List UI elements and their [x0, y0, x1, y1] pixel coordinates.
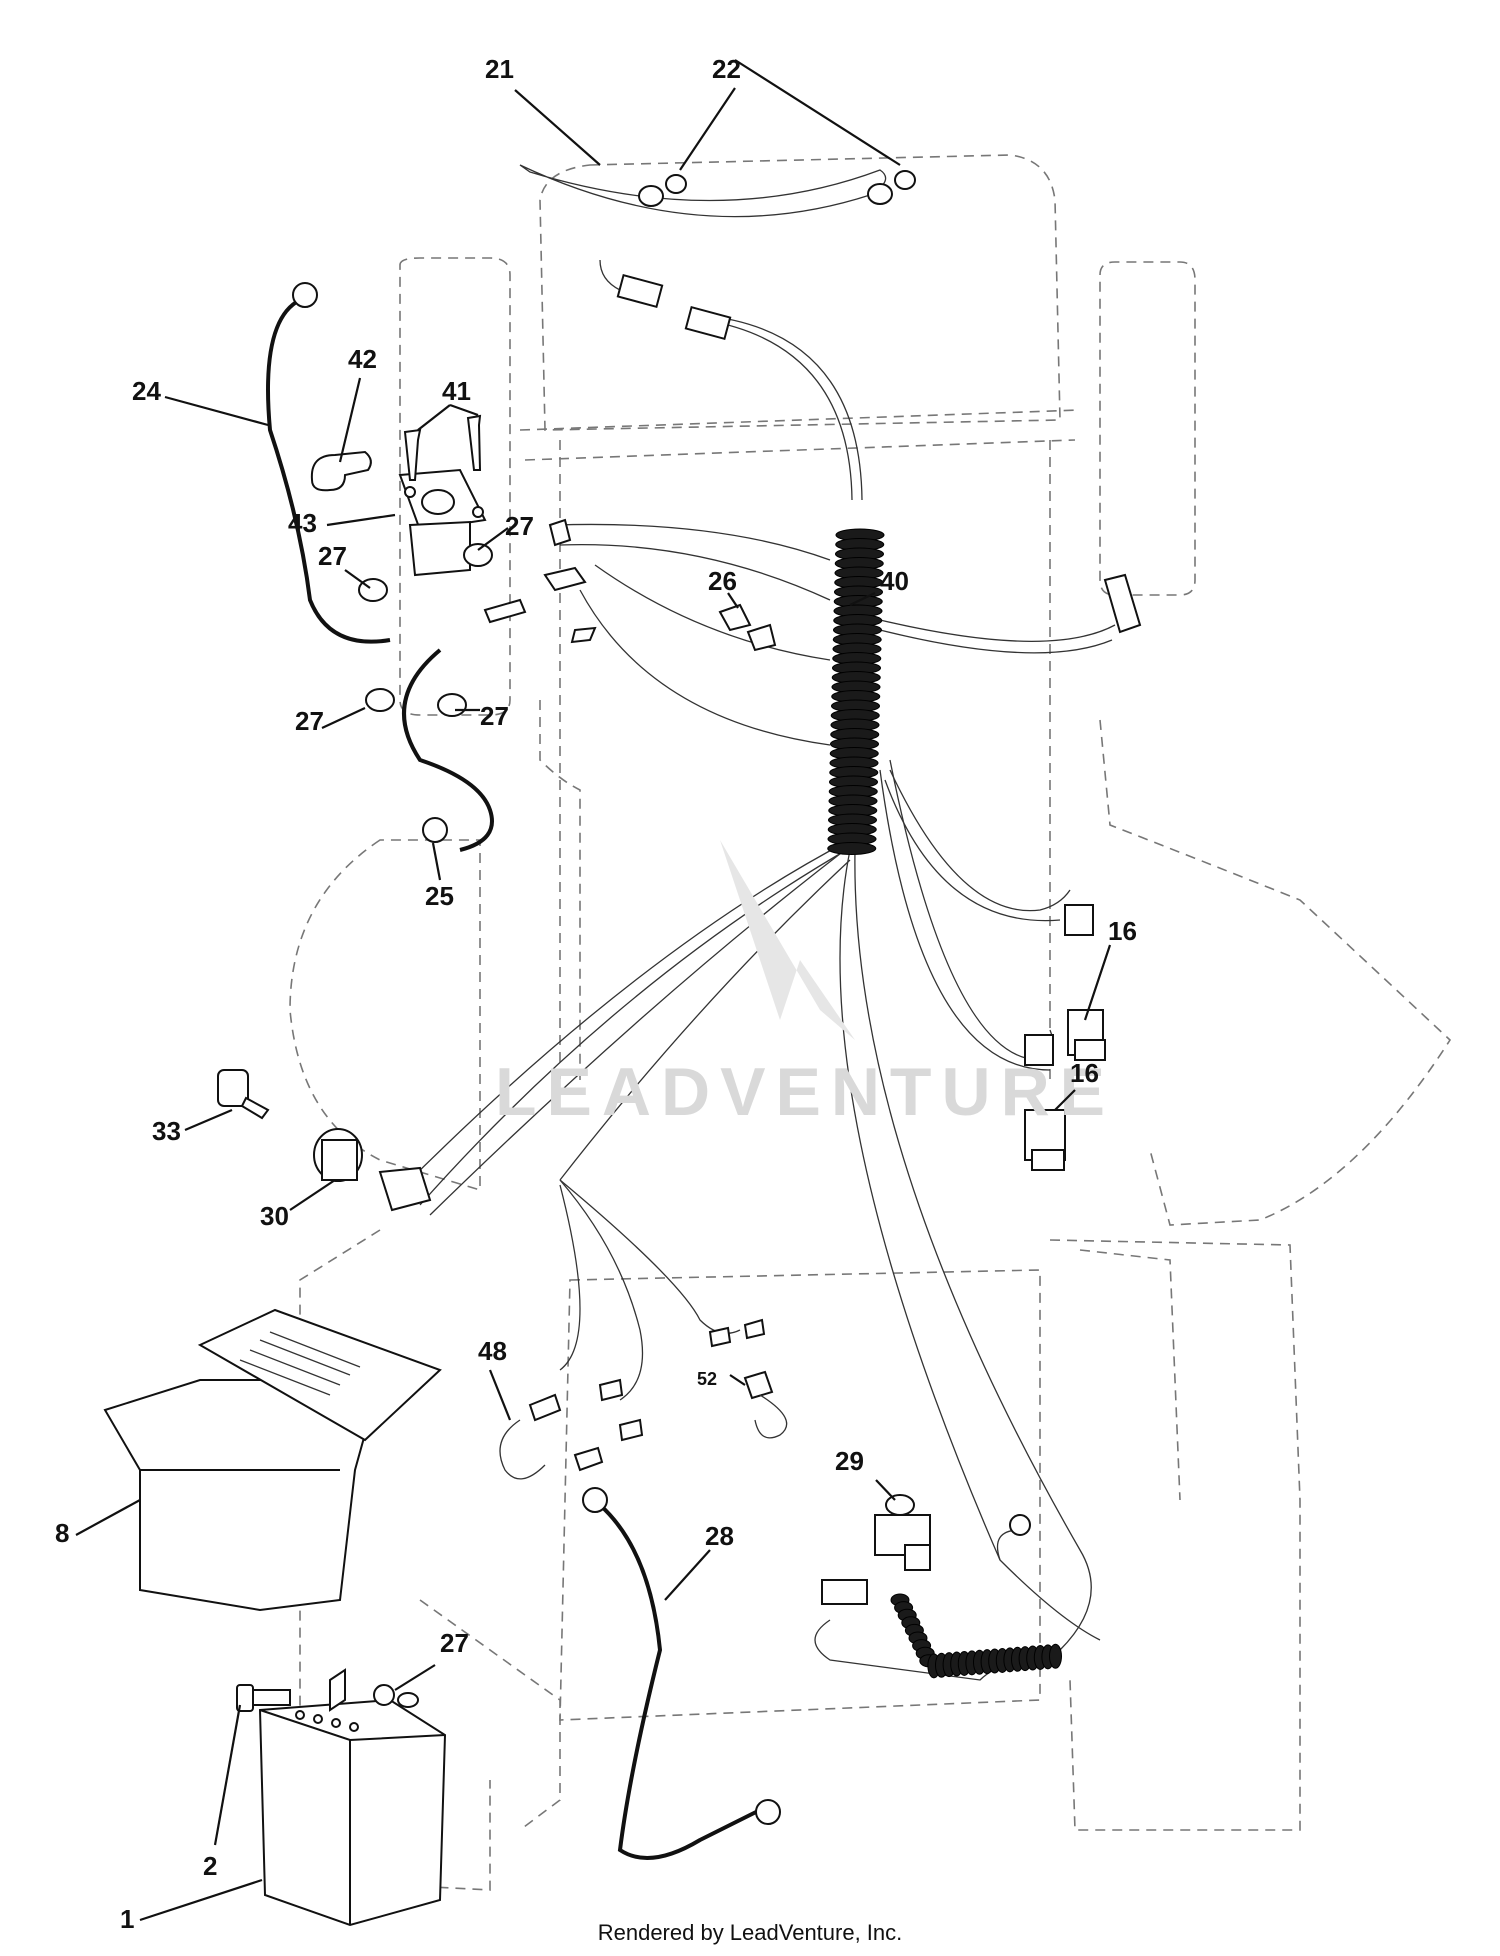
nut-27-c [365, 688, 395, 712]
bolt-2 [236, 1684, 291, 1712]
watermark-text: LEADVENTURE [495, 1054, 1115, 1130]
callout-43: 43 [288, 508, 317, 538]
callout-24: 24 [132, 376, 161, 406]
cable-25 [402, 648, 494, 852]
callout-29: 29 [835, 1446, 864, 1476]
callout-27-e: 27 [440, 1628, 469, 1658]
callout-16-b: 16 [1070, 1058, 1099, 1088]
callout-27-c: 27 [295, 706, 324, 736]
callout-41: 41 [442, 376, 471, 406]
callout-27-a: 27 [505, 511, 534, 541]
nut-27-d [437, 693, 467, 717]
solenoid-43 [398, 468, 487, 577]
parts [103, 170, 1142, 1927]
bulb-22-left [638, 174, 687, 207]
callout-48: 48 [478, 1336, 507, 1366]
boot-42 [310, 450, 372, 492]
battery-1 [258, 1692, 447, 1927]
conduit-40 [827, 528, 885, 855]
screw-41-left [403, 428, 422, 481]
callout-30: 30 [260, 1201, 289, 1231]
callout-22: 22 [712, 54, 741, 84]
callout-26: 26 [708, 566, 737, 596]
battery-tray-8 [103, 1308, 442, 1612]
callout-40: 40 [880, 566, 909, 596]
spiral-coil [1049, 1643, 1062, 1669]
callout-1: 1 [120, 1904, 134, 1934]
key-33 [217, 1069, 270, 1120]
render-credit: Rendered by LeadVenture, Inc. [597, 1920, 903, 1945]
fuse-26 [718, 603, 752, 632]
callout-42: 42 [348, 344, 377, 374]
bulb-52 [743, 1370, 774, 1400]
connector-29 [821, 1579, 868, 1605]
callout-8: 8 [55, 1518, 69, 1548]
callout-21: 21 [485, 54, 514, 84]
bulb-22-right [867, 170, 916, 205]
ignition-switch-30 [313, 1128, 432, 1212]
callout-52: 52 [697, 1369, 717, 1389]
callout-2: 2 [203, 1851, 217, 1881]
conduit-ring [827, 842, 877, 855]
callout-27-b: 27 [318, 541, 347, 571]
callouts: 21 22 24 42 41 43 27 27 27 27 26 40 25 1… [55, 54, 1137, 1934]
cable-28 [598, 1503, 761, 1860]
relay-16-top [1064, 904, 1106, 1061]
screw-41-right [466, 414, 482, 471]
relay-16-bottom [1024, 1034, 1066, 1171]
callout-16-a: 16 [1108, 916, 1137, 946]
switch-29 [874, 1494, 931, 1571]
watermark: LEADVENTURE [495, 840, 1115, 1130]
cable-24 [266, 298, 391, 644]
spiral-cord [890, 1593, 1062, 1679]
callout-28: 28 [705, 1521, 734, 1551]
nut-27-b [463, 543, 493, 567]
leader-lines [75, 59, 1112, 1922]
callout-25: 25 [425, 881, 454, 911]
callout-33: 33 [152, 1116, 181, 1146]
callout-27-d: 27 [480, 701, 509, 731]
cables [266, 298, 761, 1860]
